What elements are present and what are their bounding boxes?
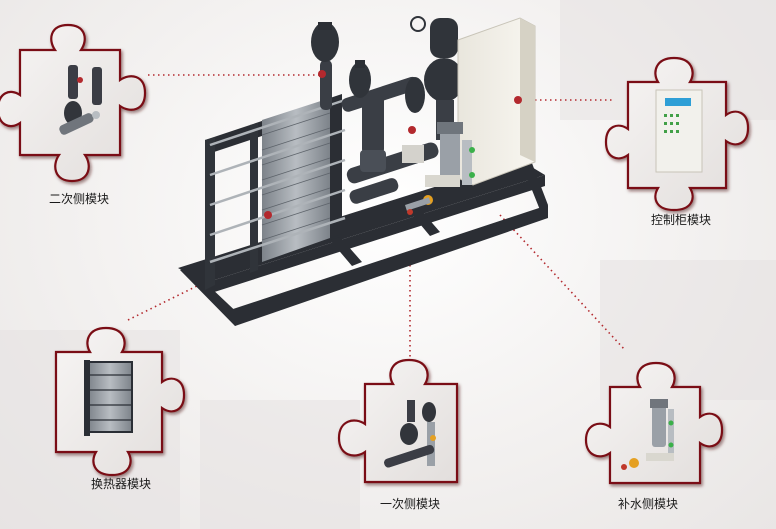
puzzle-control [604, 56, 750, 212]
skid-frame [178, 158, 548, 326]
main-equipment [178, 16, 548, 326]
connector-makeup [499, 214, 626, 351]
heat-exchanger-icon [84, 360, 133, 436]
secondary-module-icon [59, 65, 102, 135]
primary-module-icon [384, 400, 436, 468]
makeup-module-icon [621, 399, 674, 470]
heat-exchanger [205, 94, 346, 290]
label-primary-module: 一次侧模块 [380, 497, 441, 511]
secondary-valves [311, 22, 425, 172]
puzzle-exchanger [54, 326, 186, 477]
background-building [200, 400, 360, 529]
puzzle-makeup [584, 361, 724, 485]
label-heat-exchanger-module: 换热器模块 [91, 477, 152, 491]
label-control-cabinet-module: 控制柜模块 [651, 213, 712, 227]
puzzle-secondary [0, 23, 147, 183]
label-secondary-module: 二次侧模块 [49, 192, 110, 206]
puzzle-primary [337, 358, 459, 484]
control-cabinet [457, 17, 536, 186]
control-cabinet-icon [655, 89, 703, 173]
makeup-pump [405, 122, 475, 215]
label-makeup-water-module: 补水侧模块 [618, 497, 679, 511]
background-building [600, 260, 776, 400]
connector-exchanger [127, 249, 271, 321]
